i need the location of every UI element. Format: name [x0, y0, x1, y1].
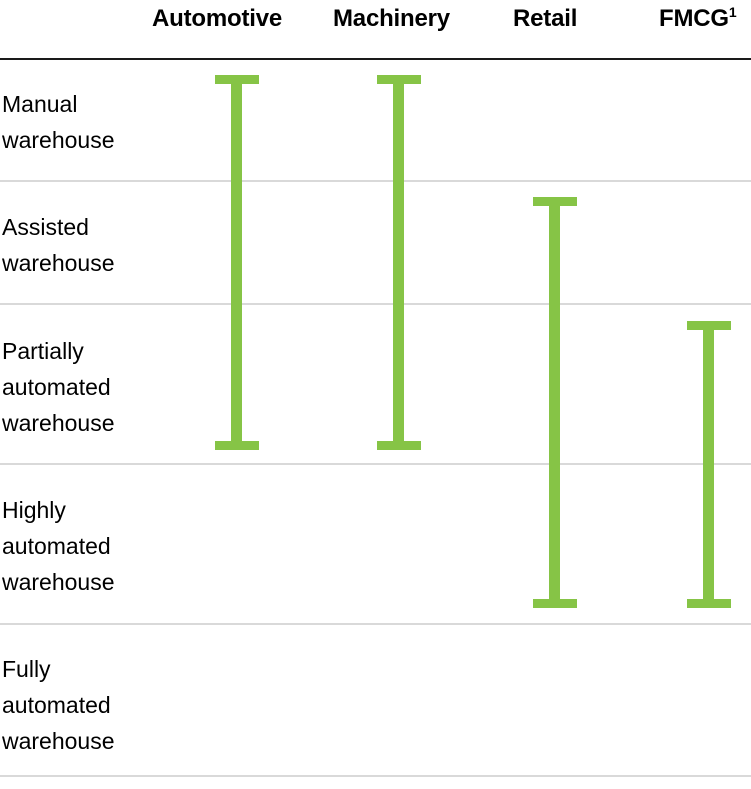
column-header-machinery: Machinery — [333, 4, 450, 34]
range-stem-machinery — [393, 75, 404, 450]
row-label-line: warehouse — [2, 410, 115, 436]
range-cap-bottom-fmcg — [687, 599, 731, 608]
range-cap-bottom-automotive — [215, 441, 259, 450]
row-label-line: Manual — [2, 91, 78, 117]
row-label-line: automated — [2, 533, 111, 559]
range-stem-automotive — [231, 75, 242, 450]
row-label-line: warehouse — [2, 250, 115, 276]
range-stem-retail — [549, 197, 560, 608]
row-label-partially-automated-warehouse: Partially automated warehouse — [2, 333, 192, 441]
row-separator-2 — [0, 303, 751, 305]
row-label-line: Assisted — [2, 214, 89, 240]
column-header-automotive: Automotive — [152, 4, 282, 34]
row-label-line: automated — [2, 374, 111, 400]
range-cap-bottom-machinery — [377, 441, 421, 450]
column-header-machinery-label: Machinery — [333, 5, 450, 32]
row-separator-4 — [0, 623, 751, 625]
column-header-retail: Retail — [513, 4, 577, 34]
row-label-line: warehouse — [2, 127, 115, 153]
row-label-line: automated — [2, 692, 111, 718]
row-label-line: Partially — [2, 338, 84, 364]
row-label-assisted-warehouse: Assisted warehouse — [2, 209, 192, 281]
column-header-retail-label: Retail — [513, 5, 578, 32]
row-label-fully-automated-warehouse: Fully automated warehouse — [2, 651, 192, 759]
column-header-fmcg-label: FMCG — [659, 5, 729, 32]
column-header-fmcg: FMCG1 — [659, 4, 737, 34]
row-separator-3 — [0, 463, 751, 465]
row-label-line: warehouse — [2, 728, 115, 754]
row-separator-5 — [0, 775, 751, 777]
range-stem-fmcg — [703, 321, 714, 608]
row-label-line: Fully — [2, 656, 51, 682]
column-header-fmcg-superscript: 1 — [728, 4, 737, 20]
row-label-manual-warehouse: Manual warehouse — [2, 86, 192, 158]
column-header-row: Automotive Machinery Retail FMCG1 — [0, 0, 751, 58]
column-header-automotive-label: Automotive — [152, 5, 283, 32]
row-label-highly-automated-warehouse: Highly automated warehouse — [2, 492, 192, 600]
range-cap-bottom-retail — [533, 599, 577, 608]
row-label-line: warehouse — [2, 569, 115, 595]
header-rule — [0, 58, 751, 60]
row-separator-1 — [0, 180, 751, 182]
row-label-line: Highly — [2, 497, 66, 523]
